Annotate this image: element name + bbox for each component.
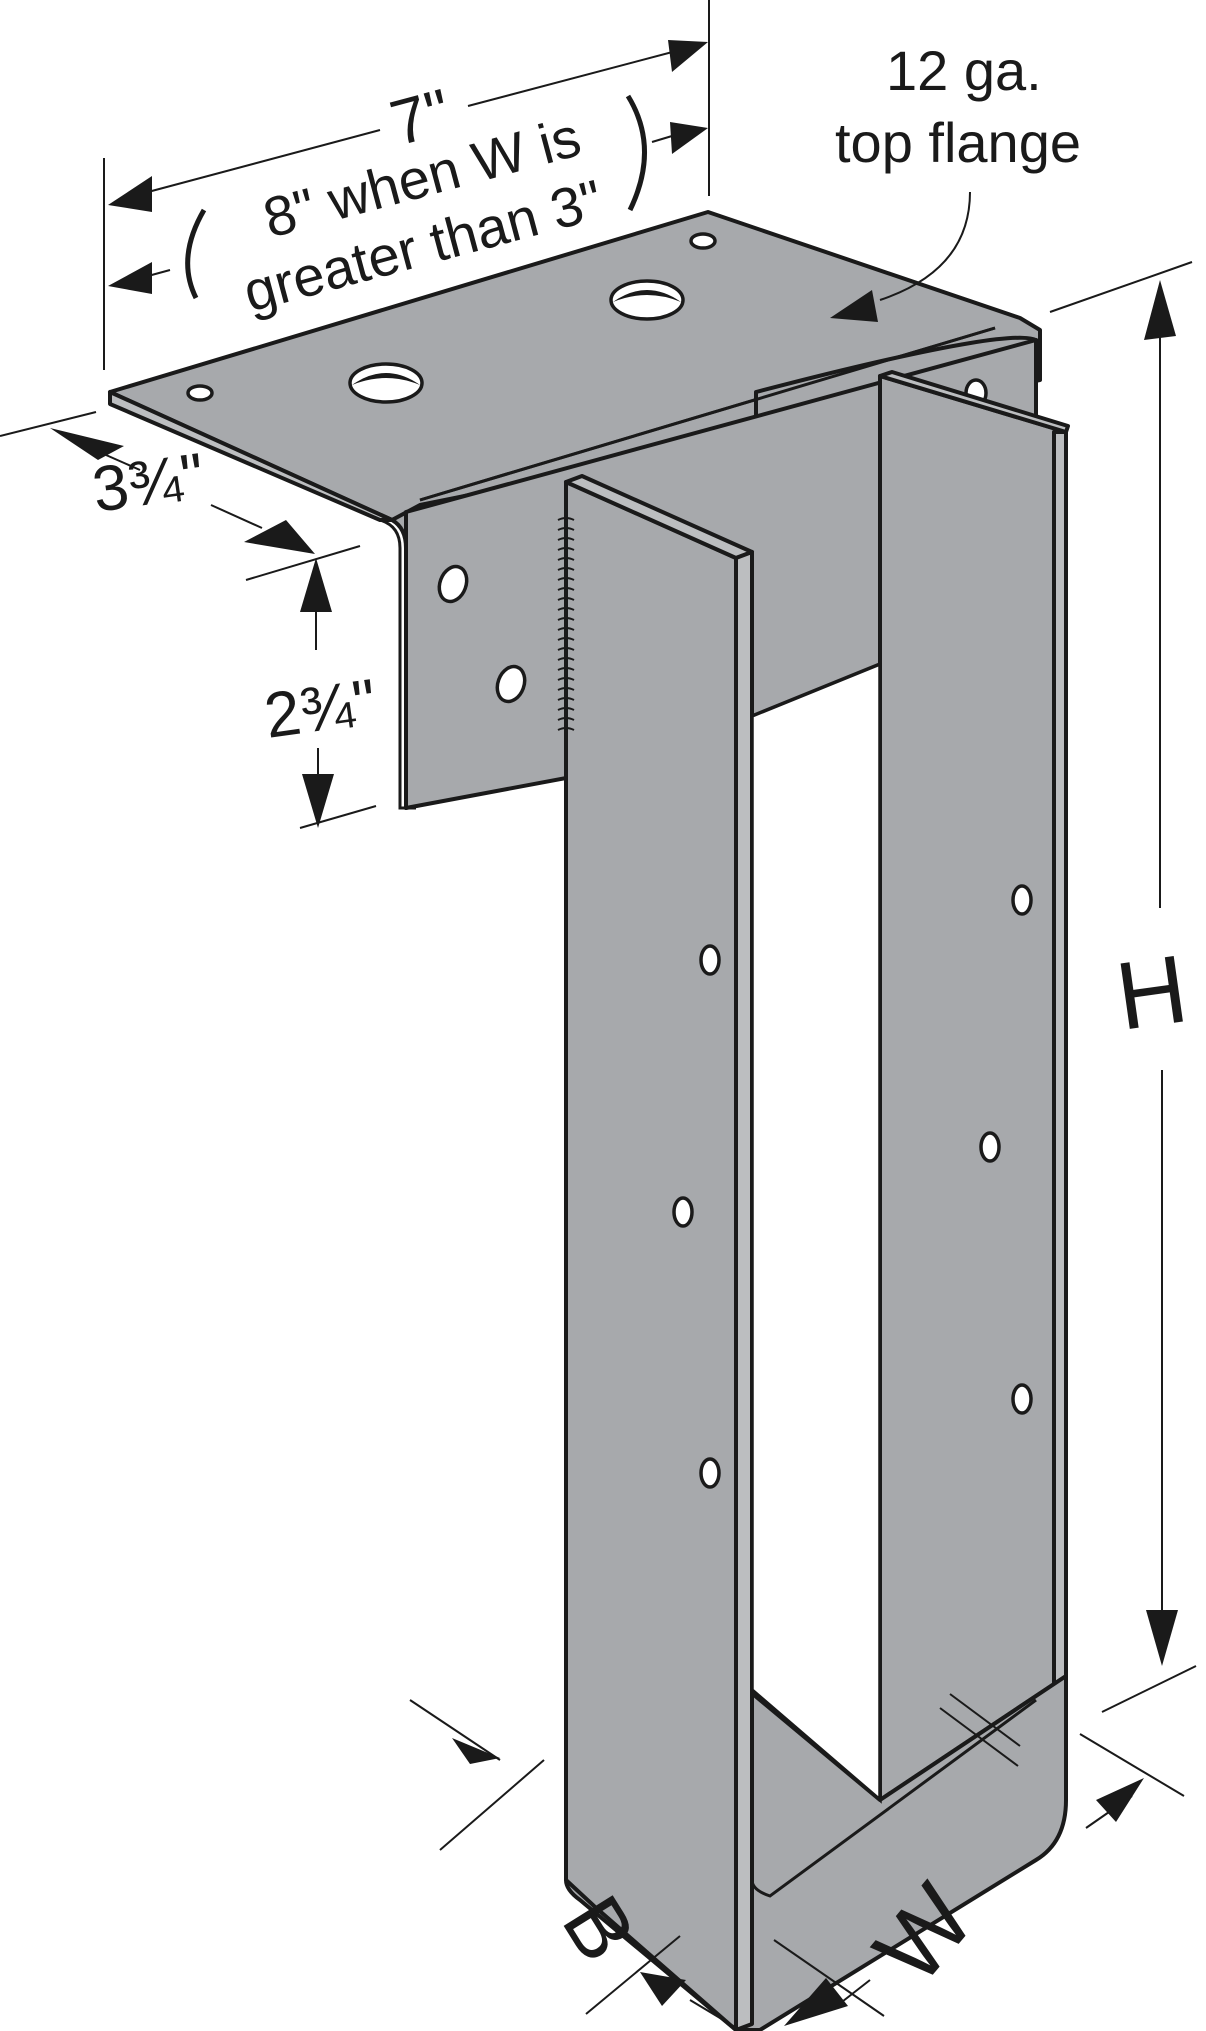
anchor-hole-icon xyxy=(348,362,424,404)
callout-leader xyxy=(830,191,971,322)
nail-hole-icon xyxy=(699,1457,721,1489)
callout-label-top-flange: top flange xyxy=(835,111,1081,174)
dimension-face-flange-height xyxy=(299,558,377,829)
dimension-height xyxy=(1049,261,1197,1713)
nail-hole-icon xyxy=(672,1196,694,1228)
dimension-top-flange-depth xyxy=(0,411,361,581)
dimension-label-top-flange-depth: 3¾" xyxy=(88,439,209,526)
callout-label-gauge: 12 ga. xyxy=(886,39,1042,102)
nail-hole-icon xyxy=(699,944,721,976)
nail-hole-icon xyxy=(495,664,527,704)
nail-hole-icon xyxy=(689,232,717,250)
dimension-top-width xyxy=(103,0,710,370)
anchor-hole-icon xyxy=(609,279,685,321)
stirrup xyxy=(557,370,1070,2031)
weld-serration xyxy=(557,482,575,731)
nail-hole-icon xyxy=(979,1131,1001,1163)
dimension-width xyxy=(773,1733,1185,2026)
dimension-label-face-flange-height: 2¾" xyxy=(260,665,381,752)
nail-hole-icon xyxy=(1011,884,1033,916)
nail-hole-icon xyxy=(437,564,469,604)
nail-hole-icon xyxy=(186,384,214,402)
nail-hole-icon xyxy=(1011,1383,1033,1415)
dimension-seat-depth xyxy=(409,1699,741,2031)
dimension-label-height: H xyxy=(1110,935,1194,1051)
